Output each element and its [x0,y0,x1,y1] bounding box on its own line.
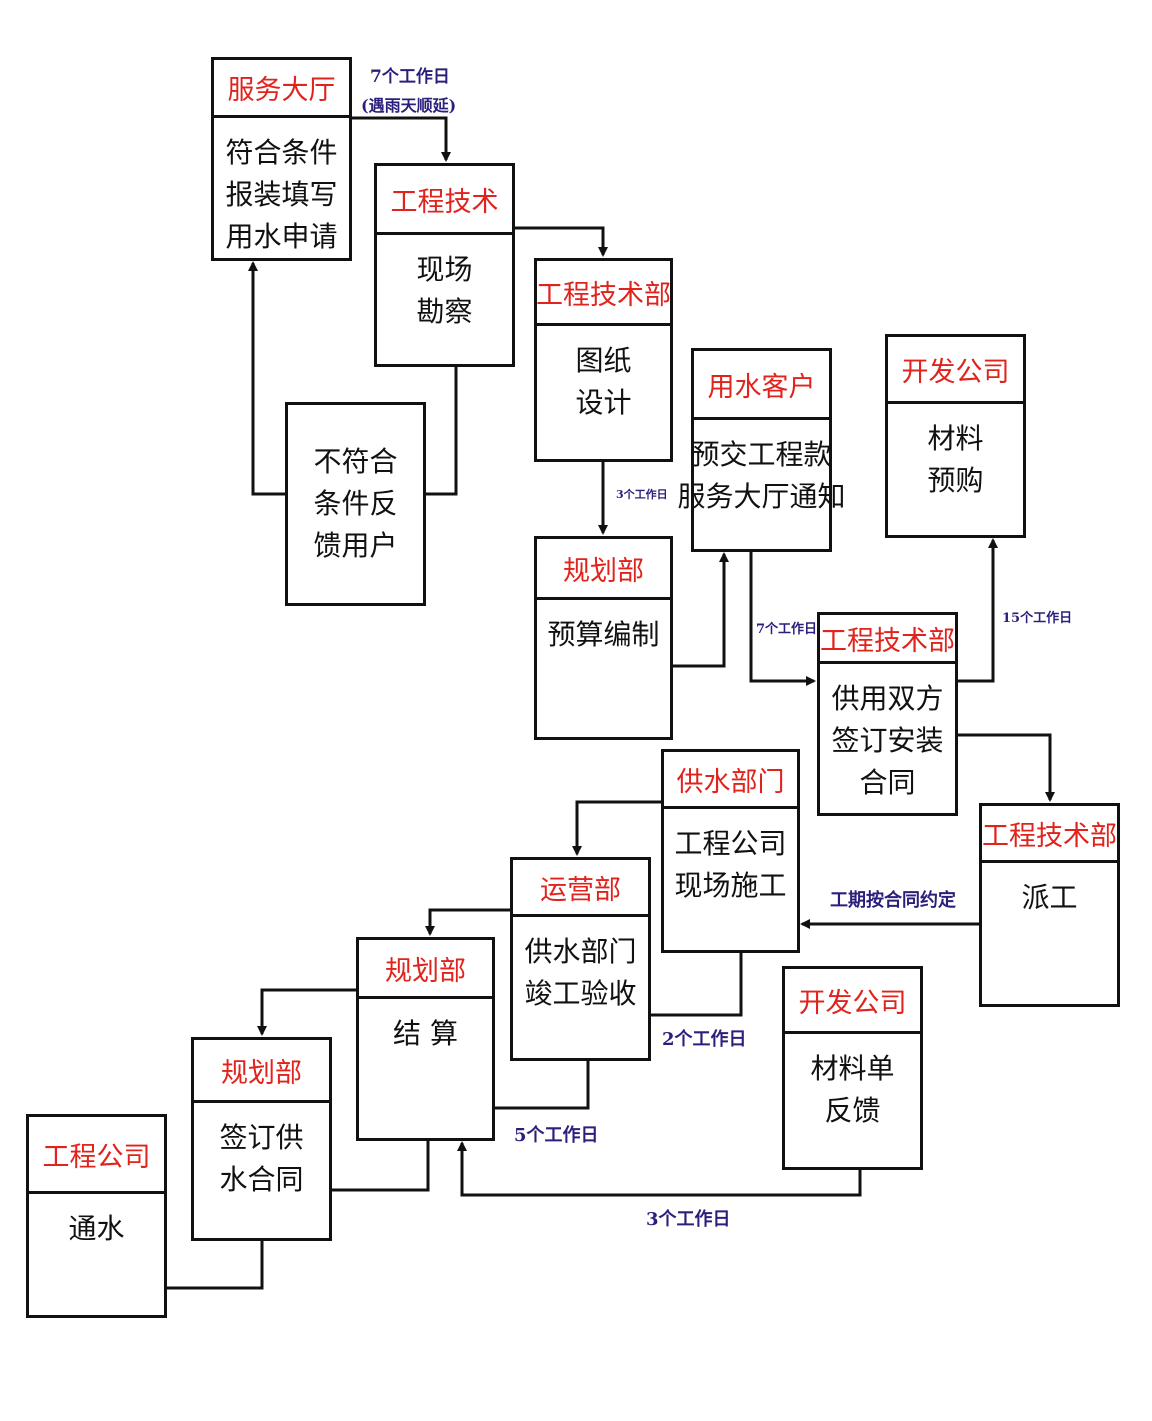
box-body: 派工 [982,863,1117,1004]
label-contract-period: 工期按合同约定 [830,890,956,911]
arrow-construction-to-acceptance [572,800,661,856]
box-header: 工程技术部 [820,615,955,664]
box-text-line: 结 算 [393,1017,458,1050]
box-body: 供水部门竣工验收 [513,917,648,1058]
process-box: 用水客户预交工程款服务大厅通知 [678,348,846,552]
arrow-settlement-to-sign [257,988,356,1036]
box-header: 工程技术 [377,166,512,235]
box-text-line: 工程公司 [674,827,787,860]
process-box: 不符合条件反馈用户 [285,402,426,606]
arrow-acceptance-to-settlement [425,908,510,936]
box-header: 开发公司 [785,969,920,1034]
process-box: 服务大厅符合条件报装填写用水申请 [211,57,352,261]
box-body: 图纸设计 [537,326,670,459]
box-text-line: 供用双方 [831,682,944,715]
box-text-line: 勘察 [416,295,473,328]
label-7-days: 7个工作日 [370,67,450,87]
box-header: 工程技术部 [536,261,671,326]
box-text-line: 预交工程款 [691,438,832,471]
box-body: 材料单反馈 [785,1034,920,1167]
label-7-days-b: 7个工作日 [756,622,818,637]
box-text-line: 签订供 [219,1121,304,1154]
line-tech-to-reject [425,366,458,496]
process-box: 规划部签订供水合同 [191,1037,332,1241]
box-body: 预交工程款服务大厅通知 [678,420,846,549]
process-box: 开发公司材料预购 [885,334,1026,538]
box-text-line: 馈用户 [313,529,398,562]
line-sign-to-water [166,1240,264,1290]
box-body: 材料预购 [888,404,1023,535]
line-acceptance-to-settlement [494,1060,590,1110]
arrow-hall-to-tech [351,116,451,162]
process-box: 工程公司通水 [26,1114,167,1318]
box-header: 开发公司 [888,337,1023,404]
box-header: 用水客户 [694,351,829,420]
box-header: 规划部 [537,539,670,600]
label-5-days: 5个工作日 [514,1125,599,1146]
process-box: 开发公司材料单反馈 [782,966,923,1170]
box-header: 工程公司 [29,1117,164,1194]
box-text-line: 派工 [1021,881,1078,914]
box-text-line: 报装填写 [225,178,338,211]
box-text-line: 签订安装 [831,724,944,757]
box-body: 结 算 [359,999,492,1138]
box-header: 工程技术部 [982,806,1117,863]
box-text-line: 图纸 [575,344,632,377]
box-text-line: 预购 [927,464,984,497]
box-text-line: 材料 [927,422,984,455]
box-text-line: 合同 [859,766,916,799]
box-text-line: 条件反 [313,487,398,520]
arrow-tech-to-design [514,226,608,257]
box-text-line: 材料单 [810,1052,895,1085]
box-body: 符合条件报装填写用水申请 [214,118,349,258]
box-text-line: 竣工验收 [524,977,637,1010]
arrow-budget-to-customer [672,552,729,668]
process-box: 规划部预算编制 [534,536,673,740]
process-box: 工程技术现场勘察 [374,163,515,367]
box-header: 服务大厅 [214,60,349,118]
box-text-line: 现场 [416,253,473,286]
process-box: 工程技术部图纸设计 [534,258,673,462]
box-text-line: 符合条件 [225,136,338,169]
box-text-line: 供水部门 [524,935,637,968]
line-construction-to-acceptance [650,952,743,1017]
box-text-line: 不符合 [313,445,398,478]
box-header: 规划部 [194,1040,329,1103]
process-box: 规划部结 算 [356,937,495,1141]
label-3-days-b: 3个工作日 [646,1209,731,1230]
box-text-line: 设计 [575,386,632,419]
box-text-line: 服务大厅通知 [677,480,846,513]
box-text-line: 反馈 [824,1094,881,1127]
process-box: 工程技术部供用双方签订安装合同 [817,612,958,816]
box-body: 预算编制 [537,600,670,737]
box-text-line: 用水申请 [225,220,338,253]
box-text-line: 水合同 [219,1163,304,1196]
box-text-line: 现场施工 [674,869,787,902]
box-body: 工程公司现场施工 [664,809,797,950]
arrow-contract-to-dispatch [957,733,1055,802]
line-settlement-to-sign [331,1140,430,1192]
arrow-customer-to-contract [749,551,816,686]
box-text-line: 通水 [68,1212,125,1245]
box-body: 通水 [29,1194,164,1315]
arrow-reject-to-hall [248,261,285,496]
box-header: 规划部 [359,940,492,999]
box-body: 供用双方签订安装合同 [820,664,955,813]
arrow-feedback-to-settlement [457,1141,862,1197]
label-3-days: 3个工作日 [616,488,668,501]
box-text-line: 预算编制 [547,618,660,651]
box-body: 不符合条件反馈用户 [288,405,423,603]
box-body: 签订供水合同 [194,1103,329,1238]
label-rain-delay: (遇雨天顺延) [361,96,457,115]
label-2-days: 2个工作日 [662,1029,747,1050]
process-box: 运营部供水部门竣工验收 [510,857,651,1061]
label-15-days: 15个工作日 [1002,611,1073,626]
box-header: 供水部门 [664,752,797,809]
process-box: 供水部门工程公司现场施工 [661,749,800,953]
box-body: 现场勘察 [377,235,512,364]
arrow-contract-to-purchase [957,538,998,683]
process-box: 工程技术部派工 [979,803,1120,1007]
box-header: 运营部 [513,860,648,917]
